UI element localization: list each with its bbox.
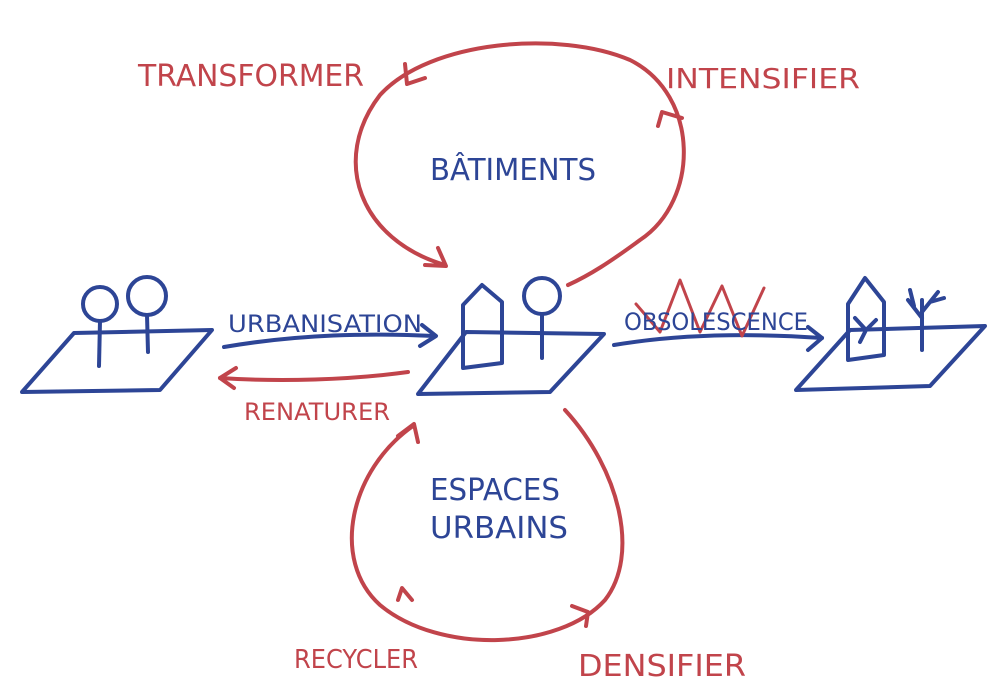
house-icon <box>461 283 504 370</box>
urbanisation-arrow <box>222 323 438 349</box>
tree-icon <box>522 276 562 316</box>
recycler-label: RECYCLER <box>294 645 418 675</box>
densifier-label: DENSIFIER <box>578 649 746 684</box>
renaturer-label: RENATURER <box>244 398 390 426</box>
tree-icon <box>81 285 119 323</box>
batiments-label: BÂTIMENTS <box>430 152 596 188</box>
right-plot <box>794 276 987 392</box>
intensifier-label: INTENSIFIER <box>666 62 860 95</box>
renaturer-arrow <box>218 366 410 390</box>
obsolescence-label: OBSOLESCENCE <box>624 308 808 336</box>
tree-icon <box>126 275 168 317</box>
center-plot <box>416 276 606 396</box>
cracked-house-icon <box>846 276 886 362</box>
crack-icon <box>853 316 878 344</box>
top-cycle-loop <box>353 41 686 287</box>
left-plot <box>20 275 214 394</box>
dead-tree-icon <box>906 288 946 352</box>
obsolescence-strike <box>634 278 766 338</box>
espaces-label: ESPACES <box>430 473 560 508</box>
urbanisation-label: URBANISATION <box>228 310 422 338</box>
urbains-label: URBAINS <box>430 511 568 546</box>
obsolescence-arrow <box>612 325 824 352</box>
transformer-label: TRANSFORMER <box>137 59 364 94</box>
bottom-cycle-loop <box>349 408 625 643</box>
